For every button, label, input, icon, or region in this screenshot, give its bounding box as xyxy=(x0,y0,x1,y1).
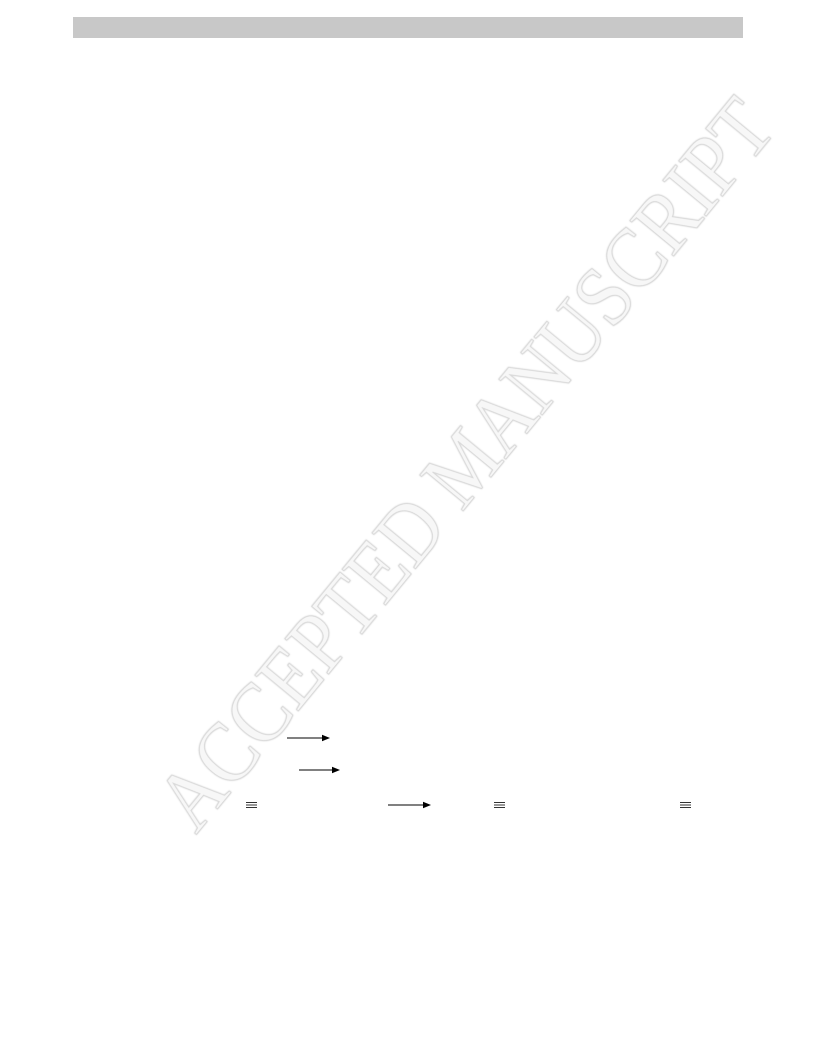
right-arrow-icon xyxy=(388,801,431,809)
page-header-bar xyxy=(73,17,743,38)
triple-bar-icon xyxy=(246,802,257,808)
right-arrow-icon xyxy=(299,766,340,774)
triple-bar-icon xyxy=(680,802,691,808)
triple-bar-icon xyxy=(494,802,505,808)
right-arrow-icon xyxy=(287,734,330,742)
watermark-text: ACCEPTED MANUSCRIPT xyxy=(137,80,793,847)
